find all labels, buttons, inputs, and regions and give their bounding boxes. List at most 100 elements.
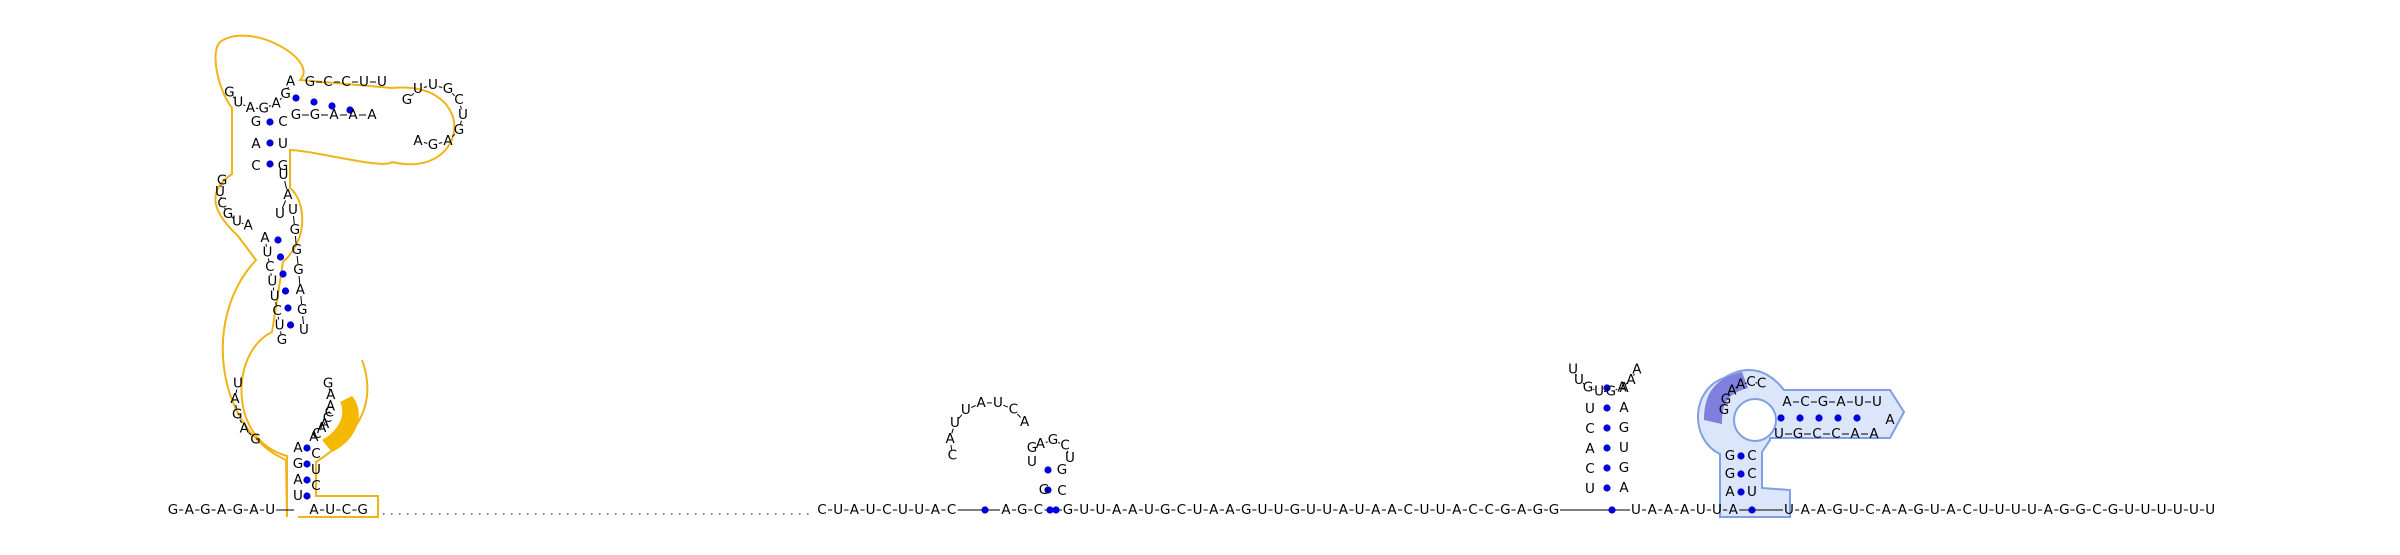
strand-nucleotide: U (1079, 502, 1089, 518)
backbone-bond (224, 207, 226, 210)
strand-nucleotide: A (1452, 502, 1462, 518)
strand-nucleotide: C (1177, 502, 1186, 518)
motif4-arm-nucleotide: A (1885, 412, 1895, 428)
motif1-stem-nucleotide: U (275, 317, 285, 333)
motif1-highlight (322, 396, 359, 452)
strand-nucleotide: U (2011, 502, 2021, 518)
motif1-loop-nucleotide: A (326, 387, 336, 403)
motif1-pair-dot (279, 270, 287, 278)
motif2-loop-nucleotide: U (950, 415, 960, 431)
backbone-bond (951, 428, 954, 434)
strand-nucleotide: C (1034, 502, 1043, 518)
motif1-loop-nucleotide: G (223, 206, 233, 222)
motif4-loop-hole (1733, 398, 1777, 442)
motif1-loop-nucleotide: G (402, 92, 412, 108)
motif1-loop-nucleotide: C (217, 196, 226, 212)
strand-nucleotide: A (309, 502, 319, 518)
motif4-arm-nucleotide: U (1872, 394, 1882, 410)
motif1-loop-nucleotide: G (428, 137, 438, 153)
motif1-stem-nucleotide: U (288, 202, 298, 218)
strand-nucleotide: U (1978, 502, 1988, 518)
motif1-loop-nucleotide: A (317, 420, 327, 436)
strand-nucleotide: U (898, 502, 908, 518)
strand-nucleotide: G (200, 502, 210, 518)
motif1-pair-dot (276, 253, 285, 261)
strand-nucleotide: G (2059, 502, 2069, 518)
strand-nucleotide: G (1500, 502, 1510, 518)
motif1-stem-nucleotide: U (278, 136, 288, 152)
strand-nucleotide: U (2027, 502, 2037, 518)
motif1-stem-nucleotide: C (278, 114, 287, 130)
motif1-pair-dot (286, 321, 295, 329)
strand-nucleotide: U (1784, 502, 1794, 518)
strand-nucleotide: C (947, 502, 956, 518)
strand-nucleotide: A (1680, 502, 1690, 518)
motif2-stem-nucleotide: G (1039, 482, 1049, 498)
backbone-bond (410, 92, 415, 97)
motif2-loop-nucleotide: C (1009, 402, 1018, 418)
strand-nucleotide: A (1387, 502, 1397, 518)
backbone-bond (950, 444, 953, 450)
motif1-loop-nucleotide: A (286, 74, 296, 90)
motif4-loop-nucleotide: A (1727, 383, 1737, 399)
strand-nucleotide: U (1144, 502, 1154, 518)
motif1-loop-nucleotide: G (232, 406, 242, 422)
motif1-loop-nucleotide: G (250, 431, 260, 447)
strand-nucleotide: A (1801, 502, 1811, 518)
strand-nucleotide: U (325, 502, 335, 518)
backbone-bond (298, 275, 301, 285)
backbone-bond (1045, 441, 1048, 443)
backbone-bond (281, 200, 287, 209)
motif1-arm-nucleotide: U (377, 74, 387, 90)
strand-nucleotide: U (1436, 502, 1446, 518)
motif3-pair-dot (1603, 424, 1611, 432)
motif3-loop-nucleotide: A (1626, 372, 1636, 388)
motif1-stem-nucleotide: U (267, 274, 277, 290)
motif1-pair-dot (266, 139, 274, 147)
motif1-highlight-nucleotide: A (320, 416, 330, 432)
backbone-bond (267, 258, 270, 262)
motif1-pair-dot (303, 444, 311, 452)
backbone-bond (438, 142, 443, 144)
motif4-loop-nucleotide: C (1757, 376, 1766, 392)
strand-nucleotide: C (1468, 502, 1477, 518)
motif2-loop-nucleotide: A (976, 395, 986, 411)
motif4-highlight (1704, 372, 1748, 424)
motif4-stem-nucleotide: G (1725, 466, 1735, 482)
motif1-stem-nucleotide: G (277, 332, 287, 348)
motif1-pair-dot (281, 287, 290, 295)
strand-nucleotide: A (1112, 502, 1122, 518)
strand-nucleotide: C (882, 502, 891, 518)
motif1-pair-dot (303, 476, 311, 484)
strand-pair-dot (1046, 506, 1054, 514)
motif1-pair-dot (292, 94, 300, 102)
motif2-loop-nucleotide: U (993, 395, 1003, 411)
motif4-pair-dot (1737, 488, 1745, 496)
motif4-arm-nucleotide: G (1793, 426, 1803, 442)
backbone-bond (451, 133, 456, 138)
motif4-stem-nucleotide: C (1747, 466, 1756, 482)
strand-nucleotide: G (1549, 502, 1559, 518)
strand-nucleotide: C (817, 502, 826, 518)
strand-nucleotide: A (1898, 502, 1908, 518)
backbone-bond (277, 316, 280, 320)
strand-nucleotide: U (1322, 502, 1332, 518)
motif2-pair-dot (1044, 466, 1052, 474)
motif1-stem-nucleotide: C (251, 158, 260, 174)
strand-pair-dot (1052, 506, 1060, 514)
motif1-stem-nucleotide: C (265, 259, 274, 275)
backbone-bond (460, 105, 462, 110)
backbone-bond (302, 315, 304, 325)
strand-nucleotide: A (1371, 502, 1381, 518)
backbone-bond (1592, 388, 1595, 391)
motif4-arm-nucleotide: A (1836, 394, 1846, 410)
motif1-stem-nucleotide: U (299, 322, 309, 338)
strand-nucleotide: C (1484, 502, 1493, 518)
strand-nucleotide: U (866, 502, 876, 518)
strand-nucleotide: A (185, 502, 195, 518)
motif1-loop-nucleotide: U (275, 206, 285, 222)
strand-nucleotide: A (1128, 502, 1138, 518)
motif2-stem-nucleotide: G (1027, 440, 1037, 456)
motif1-loop-nucleotide: A (326, 399, 336, 415)
motif3-stem-nucleotide: G (1619, 460, 1629, 476)
